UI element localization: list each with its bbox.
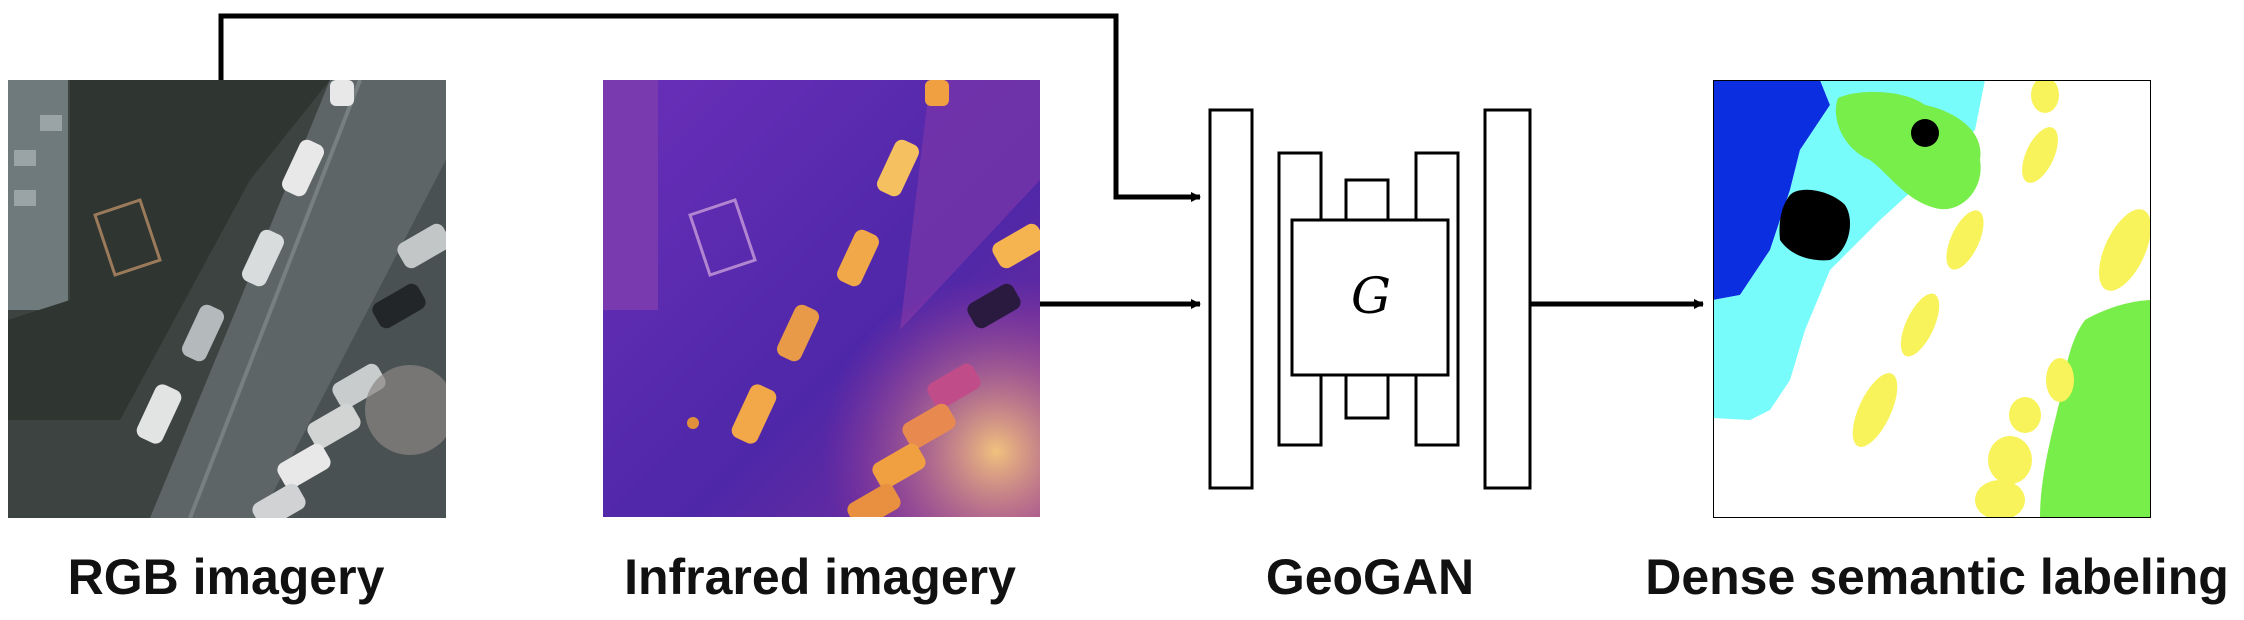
rgb-to-generator-arrow <box>218 13 1201 202</box>
caption-rgb-imagery: RGB imagery <box>67 549 385 605</box>
geogan-generator <box>1208 108 1532 490</box>
caption-infrared-imagery: Infrared imagery <box>624 549 1016 605</box>
generator-label: G <box>1351 267 1391 325</box>
generator-box <box>1290 218 1450 377</box>
caption-dense-semantic-labeling: Dense semantic labeling <box>1645 549 2229 605</box>
connectors <box>218 13 1704 309</box>
decoder-outer-layer <box>1483 108 1532 490</box>
infrared-image <box>603 80 1040 517</box>
caption-geogan: GeoGAN <box>1265 549 1475 605</box>
encoder-outer-layer <box>1208 108 1254 490</box>
semantic-label-map <box>1713 80 2151 518</box>
rgb-image <box>8 80 446 518</box>
